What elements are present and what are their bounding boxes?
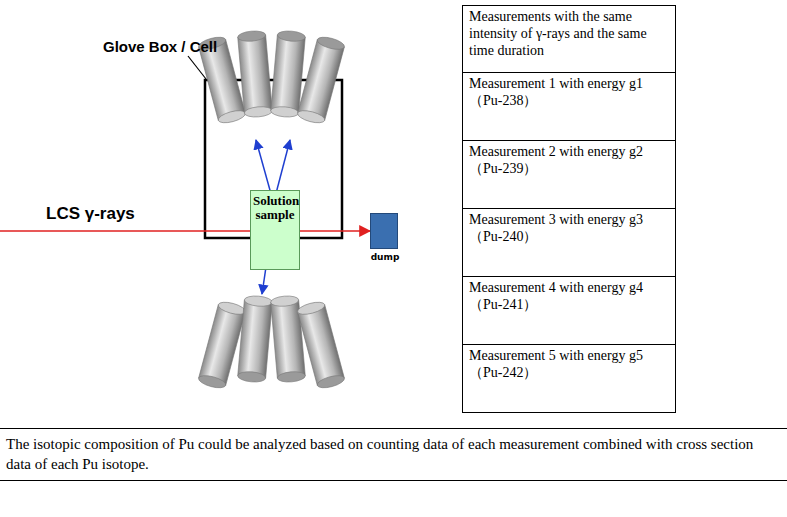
beam-connector (300, 230, 370, 232)
table-cell: Measurement 4 with energy g4 （Pu-241） (462, 276, 676, 345)
detector (237, 30, 272, 118)
node-label: Solution sample (252, 193, 298, 224)
table-cell: Measurement 1 with energy g1 （Pu-238） (462, 72, 676, 141)
detector (296, 300, 345, 390)
detector (237, 295, 272, 383)
detector-back (197, 373, 227, 390)
detector-body (271, 35, 306, 113)
detector (296, 35, 345, 125)
detector-body (298, 305, 345, 386)
detector-back (277, 371, 306, 383)
sample-box: Solution sample (250, 190, 300, 270)
detector-back (316, 373, 346, 390)
detector-back (316, 35, 346, 52)
dump-box: dump (370, 213, 398, 249)
detector-face (217, 108, 247, 125)
detector-back (277, 30, 306, 42)
detector-body (238, 35, 273, 113)
table-cell: Measurement 5 with energy g5 （Pu-242） (462, 344, 676, 413)
beam-label: LCS γ-rays (46, 204, 135, 224)
detector-array (197, 30, 345, 390)
detector-back (237, 30, 266, 42)
detector-face (244, 106, 273, 118)
detector-body (238, 300, 273, 378)
detector-face (296, 300, 326, 317)
detector-face (296, 108, 326, 125)
detector-face (270, 295, 299, 307)
detector-face (244, 295, 273, 307)
detector-face (270, 106, 299, 118)
beam-line (0, 230, 250, 232)
detector-face (217, 300, 247, 317)
table-cell: Measurement 3 with energy g3 （Pu-240） (462, 208, 676, 277)
caption: The isotopic composition of Pu could be … (0, 428, 787, 481)
callout-label: Glove Box / Cell (103, 38, 217, 55)
node-label: dump (361, 252, 409, 262)
detector-back (237, 371, 266, 383)
table-cell: Measurements with the same intensity of … (462, 5, 676, 73)
detector-body (298, 40, 345, 121)
table-cell: Measurement 2 with energy g2 （Pu-239） (462, 140, 676, 209)
